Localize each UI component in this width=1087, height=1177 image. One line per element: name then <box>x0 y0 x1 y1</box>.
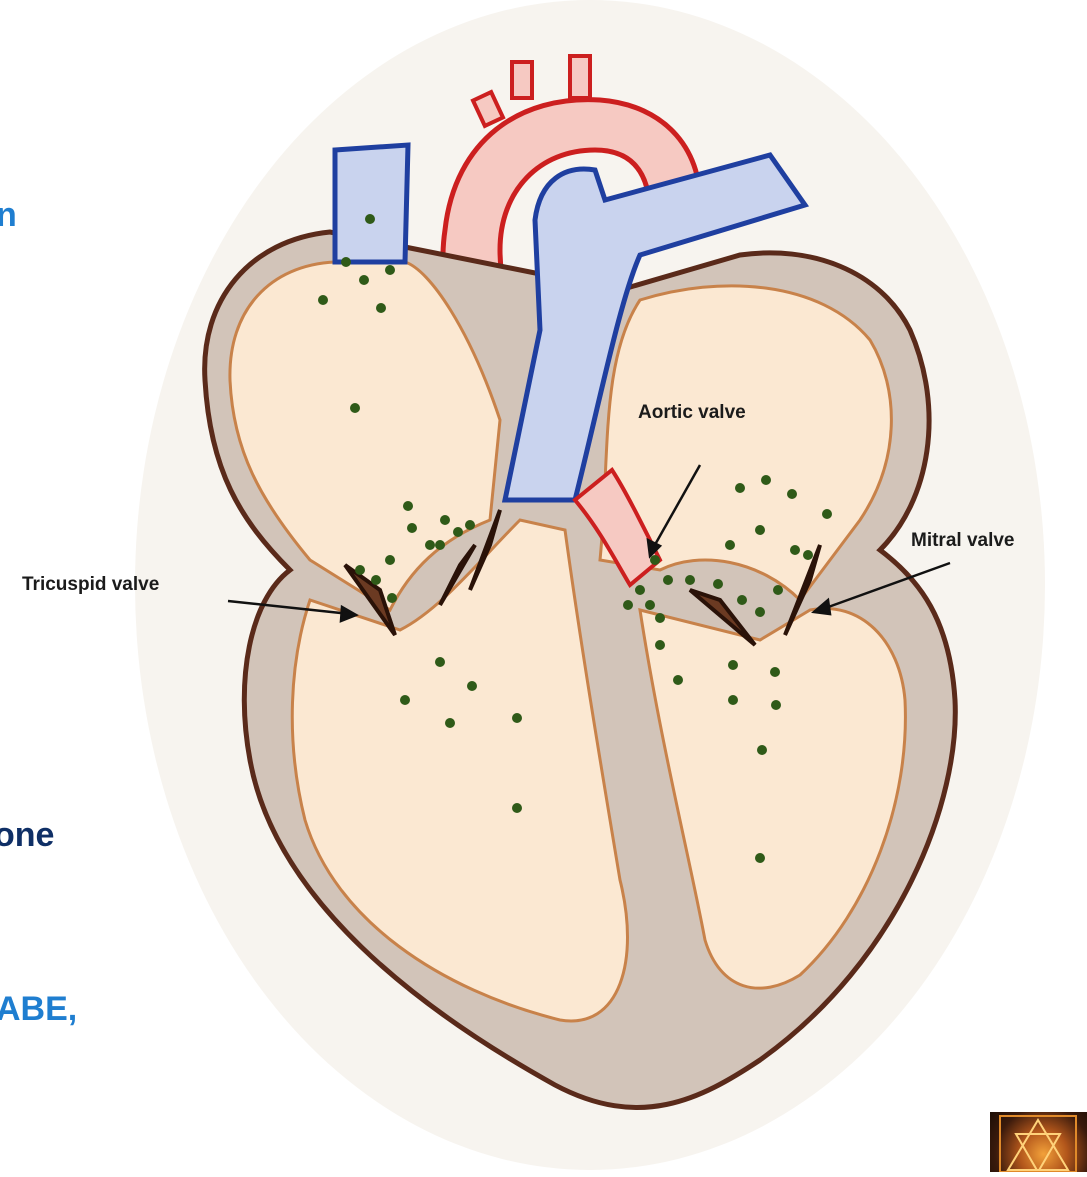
mitral-valve-label: Mitral valve <box>911 530 1015 552</box>
text-fragment-mid: one <box>0 816 54 855</box>
tricuspid-valve-label: Tricuspid valve <box>22 574 159 596</box>
superior-vena-cava <box>335 145 408 262</box>
aortic-valve-label: Aortic valve <box>638 402 746 424</box>
text-fragment-bottom: ABE, <box>0 990 77 1029</box>
sri-yantra-logo-icon <box>990 1112 1087 1172</box>
text-fragment-top: n <box>0 196 17 235</box>
